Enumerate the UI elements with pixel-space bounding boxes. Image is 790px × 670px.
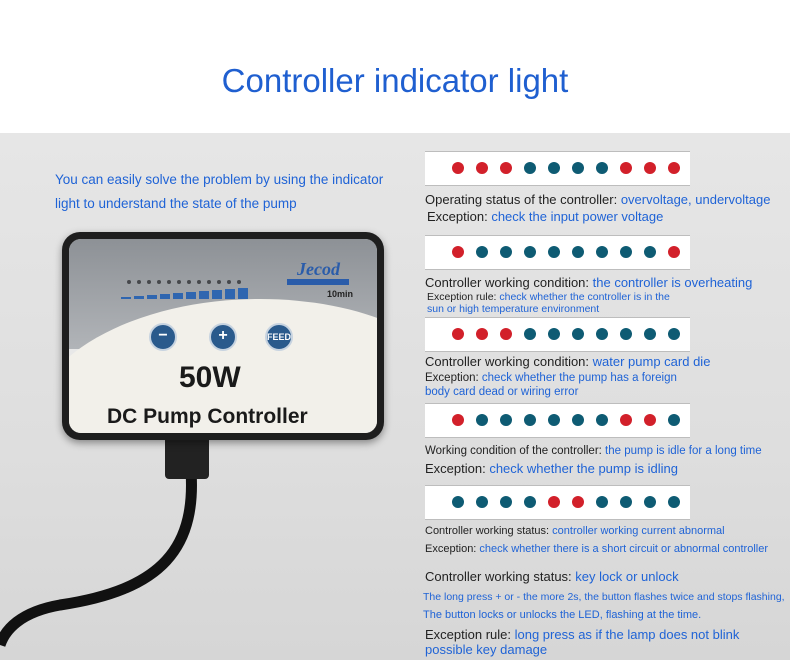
status-6: Controller working status: key lock or u… [425, 569, 679, 584]
wattage-label: 50W [179, 361, 241, 394]
status-5: Controller working status: controller wo… [425, 525, 725, 537]
indicator-led-teal [452, 496, 464, 508]
indicator-led-teal [524, 328, 536, 340]
indicator-led-teal [476, 246, 488, 258]
controller-device: Jecod 10min − + FEED 50W DC Pump Control… [62, 232, 384, 440]
indicator-led-teal [524, 414, 536, 426]
indicator-led-teal [524, 496, 536, 508]
indicator-led-red [668, 162, 680, 174]
status-3: Controller working condition: water pump… [425, 354, 711, 369]
indicator-led-teal [596, 328, 608, 340]
indicator-led-teal [476, 496, 488, 508]
indicator-led-teal [548, 328, 560, 340]
indicator-led-teal [572, 328, 584, 340]
indicator-led-teal [548, 246, 560, 258]
indicator-led-teal [572, 414, 584, 426]
status-6-exception-cont: possible key damage [425, 642, 548, 657]
indicator-led-teal [548, 162, 560, 174]
indicator-led-teal [500, 496, 512, 508]
brand-logo: Jecod [297, 259, 340, 279]
feed-button[interactable]: FEED [265, 323, 293, 351]
indicator-led-teal [668, 414, 680, 426]
indicator-led-red [572, 496, 584, 508]
indicator-led-red [620, 162, 632, 174]
indicator-led-teal [620, 246, 632, 258]
status-1: Operating status of the controller: over… [425, 192, 771, 207]
indicator-led-teal [644, 246, 656, 258]
page-title: Controller indicator light [221, 62, 569, 99]
indicator-led-red [452, 328, 464, 340]
power-cable [0, 459, 197, 648]
indicator-led-teal [644, 328, 656, 340]
status-2: Controller working condition: the contro… [425, 275, 753, 290]
intro-line-1: You can easily solve the problem by usin… [55, 172, 384, 187]
indicator-led-teal [596, 246, 608, 258]
indicator-led-teal [620, 496, 632, 508]
device-name: DC Pump Controller [107, 405, 308, 428]
indicator-led-red [500, 328, 512, 340]
indicator-led-teal [596, 496, 608, 508]
indicator-led-red [644, 414, 656, 426]
device-indicator-leds [127, 271, 247, 289]
indicator-led-red [644, 162, 656, 174]
indicator-led-red [500, 162, 512, 174]
indicator-led-teal [524, 246, 536, 258]
led-strip [425, 235, 690, 270]
indicator-led-teal [524, 162, 536, 174]
status-6-exception: Exception rule: long press as if the lam… [425, 627, 740, 642]
indicator-led-teal [596, 414, 608, 426]
status-6-note-1: The long press + or - the more 2s, the b… [423, 591, 785, 603]
minus-button[interactable]: − [149, 323, 177, 351]
indicator-led-teal [572, 162, 584, 174]
indicator-led-teal [500, 414, 512, 426]
status-2-exception-cont: sun or high temperature environment [427, 303, 600, 315]
indicator-led-teal [548, 414, 560, 426]
indicator-led-red [452, 162, 464, 174]
led-strip [425, 317, 690, 352]
status-4: Working condition of the controller: the… [425, 445, 762, 457]
indicator-led-red [452, 414, 464, 426]
led-strip [425, 403, 690, 438]
indicator-led-teal [620, 328, 632, 340]
status-1-exception: Exception: check the input power voltage [427, 209, 664, 224]
indicator-led-teal [500, 246, 512, 258]
cable-connector [165, 435, 209, 479]
status-3-exception-cont: body card dead or wiring error [425, 386, 579, 398]
indicator-led-teal [644, 496, 656, 508]
status-3-exception: Exception: check whether the pump has a … [425, 372, 677, 384]
plus-button[interactable]: + [209, 323, 237, 351]
indicator-led-teal [596, 162, 608, 174]
status-2-exception: Exception rule: check whether the contro… [427, 291, 670, 303]
indicator-led-teal [572, 246, 584, 258]
indicator-led-teal [668, 496, 680, 508]
status-6-note-2: The button locks or unlocks the LED, fla… [423, 609, 702, 621]
indicator-led-red [452, 246, 464, 258]
timer-label: 10min [327, 289, 354, 299]
led-strip [425, 485, 690, 520]
led-strip [425, 151, 690, 186]
status-5-exception: Exception: check whether there is a shor… [425, 543, 768, 555]
indicator-led-red [620, 414, 632, 426]
indicator-led-red [476, 328, 488, 340]
indicator-led-red [548, 496, 560, 508]
indicator-led-red [476, 162, 488, 174]
brand-sub-bar [287, 279, 349, 285]
device-face: Jecod 10min − + FEED 50W DC Pump Control… [69, 239, 377, 433]
indicator-led-teal [668, 328, 680, 340]
indicator-led-red [668, 246, 680, 258]
status-4-exception: Exception: check whether the pump is idl… [425, 461, 678, 476]
indicator-led-teal [476, 414, 488, 426]
intro-line-2: light to understand the state of the pum… [55, 196, 297, 211]
level-bars [121, 288, 248, 299]
